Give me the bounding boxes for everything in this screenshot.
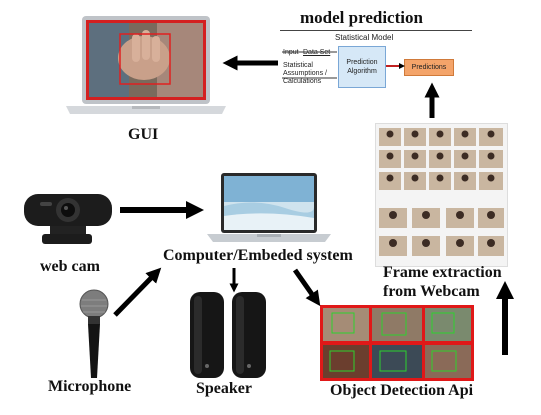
gui-label: GUI	[128, 126, 159, 143]
object-detection-collage	[320, 305, 474, 381]
laptop-gui-icon	[62, 14, 230, 124]
webcam-icon	[20, 188, 120, 248]
web-cam-label: web cam	[40, 258, 100, 275]
assumptions-label: Statistical Assumptions / Calculations	[283, 62, 327, 85]
model-prediction-title: model prediction	[300, 8, 423, 27]
microphone-label: Microphone	[48, 378, 132, 395]
prediction-algorithm-label: Prediction Algorithm	[346, 59, 378, 75]
prediction-algorithm-box: Prediction Algorithm	[338, 46, 386, 88]
speaker-icon	[188, 290, 270, 382]
data-set-label: Data Set	[303, 49, 331, 56]
predictions-label: Predictions	[411, 64, 447, 71]
object-detection-label: Object Detection Api	[330, 382, 474, 399]
statistical-model-title: Statistical Model	[335, 33, 394, 42]
frame-extraction-label-1: Frame extraction	[383, 264, 502, 281]
input-label: Input	[283, 49, 299, 56]
arrow-mic-to-computer	[113, 267, 162, 317]
laptop-computer-icon	[205, 172, 333, 244]
speaker-label: Speaker	[196, 380, 252, 397]
arrow-computer-to-detection	[292, 268, 321, 307]
microphone-icon	[74, 288, 114, 380]
frame-grid	[375, 123, 508, 267]
predictions-box: Predictions	[404, 59, 454, 76]
statistical-model-panel: Statistical Model Input Data Set Statist…	[280, 30, 472, 93]
computer-label: Computer/Embeded system	[163, 247, 353, 264]
frame-extraction-label-2: from Webcam	[383, 283, 480, 300]
